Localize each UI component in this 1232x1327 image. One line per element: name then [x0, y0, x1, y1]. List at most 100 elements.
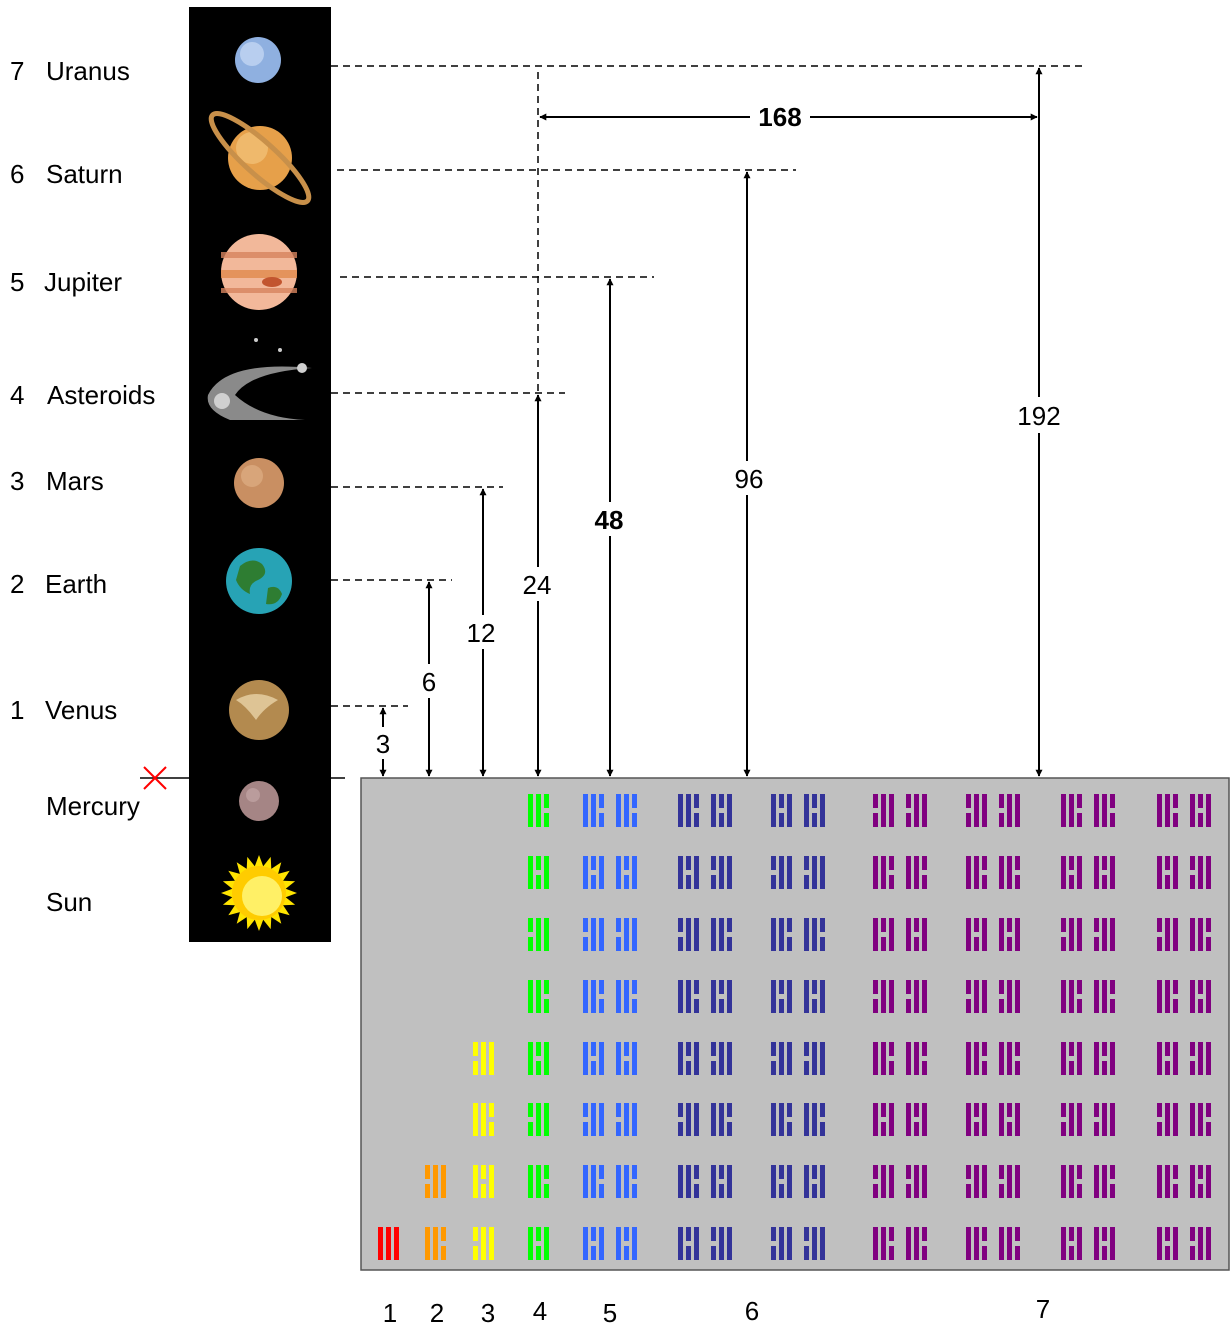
- hexagram-line: [1069, 918, 1074, 951]
- hexagram-line: [481, 1042, 486, 1075]
- hexagram-line: [1110, 856, 1115, 889]
- hexagram-line: [536, 918, 541, 951]
- hexagram-line: [1007, 937, 1012, 951]
- hexagram-line: [779, 918, 784, 951]
- hexagram-line: [1015, 918, 1020, 951]
- hexagram-line: [1198, 999, 1203, 1013]
- hexagram-line: [974, 1042, 979, 1075]
- hexagram-line: [481, 1184, 486, 1198]
- hexagram-line: [599, 999, 604, 1013]
- span-label: 168: [758, 102, 801, 132]
- hexagram-line: [433, 1227, 438, 1260]
- hexagram-line: [771, 980, 776, 1013]
- hexagram-line: [591, 1103, 596, 1136]
- hexagram-line: [1007, 980, 1012, 1013]
- hexagram-line: [906, 980, 911, 994]
- hexagram-line: [583, 1227, 588, 1260]
- hexagram-line: [812, 1103, 817, 1136]
- hexagram-line: [1015, 1061, 1020, 1075]
- hexagram-line: [1206, 1042, 1211, 1075]
- hexagram-line: [906, 1165, 911, 1179]
- hexagram-line: [1165, 980, 1170, 1013]
- hexagram-line: [1077, 1165, 1082, 1179]
- hexagram-line: [820, 794, 825, 827]
- hexagram-line: [812, 999, 817, 1013]
- hexagram-line: [1157, 1227, 1162, 1260]
- hexagram-line: [914, 1227, 919, 1260]
- hexagram-line: [711, 1165, 716, 1198]
- hexagram-line: [481, 1165, 486, 1179]
- hexagram-line: [686, 1103, 691, 1136]
- hexagram-line: [583, 918, 588, 932]
- hexagram-line: [583, 794, 588, 827]
- hexagram-line: [922, 1246, 927, 1260]
- hexagram-line: [889, 794, 894, 827]
- hexagram-line: [820, 918, 825, 932]
- hexagram-line: [694, 999, 699, 1013]
- hexagram-line: [686, 1246, 691, 1260]
- hexagram-line: [787, 980, 792, 1013]
- hexagram-line: [820, 1122, 825, 1136]
- hexagram-line: [779, 1227, 784, 1260]
- hexagram-line: [1102, 856, 1107, 870]
- hexagram-line: [616, 980, 621, 1013]
- hexagram-line: [694, 856, 699, 889]
- hexagram-line: [441, 1246, 446, 1260]
- hexagram-line: [982, 1246, 987, 1260]
- hexagram-line: [1077, 794, 1082, 808]
- hexagram-line: [686, 1061, 691, 1075]
- hexagram-line: [889, 856, 894, 870]
- hexagram-line: [616, 937, 621, 951]
- hexagram-line: [694, 980, 699, 994]
- hexagram-line: [922, 1061, 927, 1075]
- hexagram-line: [820, 1227, 825, 1260]
- hexagram-line: [881, 1227, 886, 1260]
- hexagram-line: [999, 1103, 1004, 1136]
- hexagram-line: [711, 794, 716, 827]
- hexagram-line: [787, 918, 792, 932]
- distance-label: 6: [422, 667, 436, 697]
- hexagram-line: [804, 1227, 809, 1241]
- hexagram-line: [787, 1122, 792, 1136]
- hexagram-line: [820, 1165, 825, 1198]
- hexagram-line: [599, 1165, 604, 1179]
- hexagram-line: [536, 1227, 541, 1241]
- hexagram-line: [1015, 1246, 1020, 1260]
- hexagram-line: [771, 1061, 776, 1075]
- hexagram-line: [873, 1165, 878, 1179]
- planet-number: 4: [10, 380, 24, 410]
- hexagram-line: [678, 1103, 683, 1117]
- hexagram-line: [771, 794, 776, 827]
- hexagram-line: [591, 856, 596, 870]
- hexagram-line: [881, 1122, 886, 1136]
- hexagram-line: [771, 918, 776, 951]
- hexagram-line: [599, 1042, 604, 1075]
- hexagram-line: [719, 813, 724, 827]
- hexagram-line: [711, 1246, 716, 1260]
- hexagram-line: [686, 1042, 691, 1056]
- hexagram-line: [616, 1122, 621, 1136]
- hexagram-line: [1165, 1165, 1170, 1198]
- hexagram-line: [906, 1042, 911, 1075]
- hexagram-line: [1110, 1184, 1115, 1198]
- hexagram-line: [1007, 1227, 1012, 1260]
- hexagram-line: [779, 1042, 784, 1075]
- hexagram-line: [536, 856, 541, 870]
- hexagram-line: [922, 856, 927, 870]
- hexagram-line: [1206, 918, 1211, 932]
- hexagram-line: [1077, 1227, 1082, 1260]
- hexagram-line: [804, 875, 809, 889]
- hexagram-line: [473, 1042, 478, 1056]
- hexagram-line: [544, 856, 549, 889]
- hexagram-line: [1165, 856, 1170, 870]
- distance-label: 3: [376, 729, 390, 759]
- hexagram-line: [914, 980, 919, 1013]
- hexagram-line: [599, 813, 604, 827]
- hexagram-line: [624, 1103, 629, 1136]
- hexagram-line: [771, 1227, 776, 1241]
- cross-icon: [143, 766, 167, 790]
- hexagram-line: [489, 1165, 494, 1198]
- hexagram-line: [914, 1122, 919, 1136]
- hexagram-line: [1007, 918, 1012, 932]
- jupiter-icon: [221, 234, 297, 310]
